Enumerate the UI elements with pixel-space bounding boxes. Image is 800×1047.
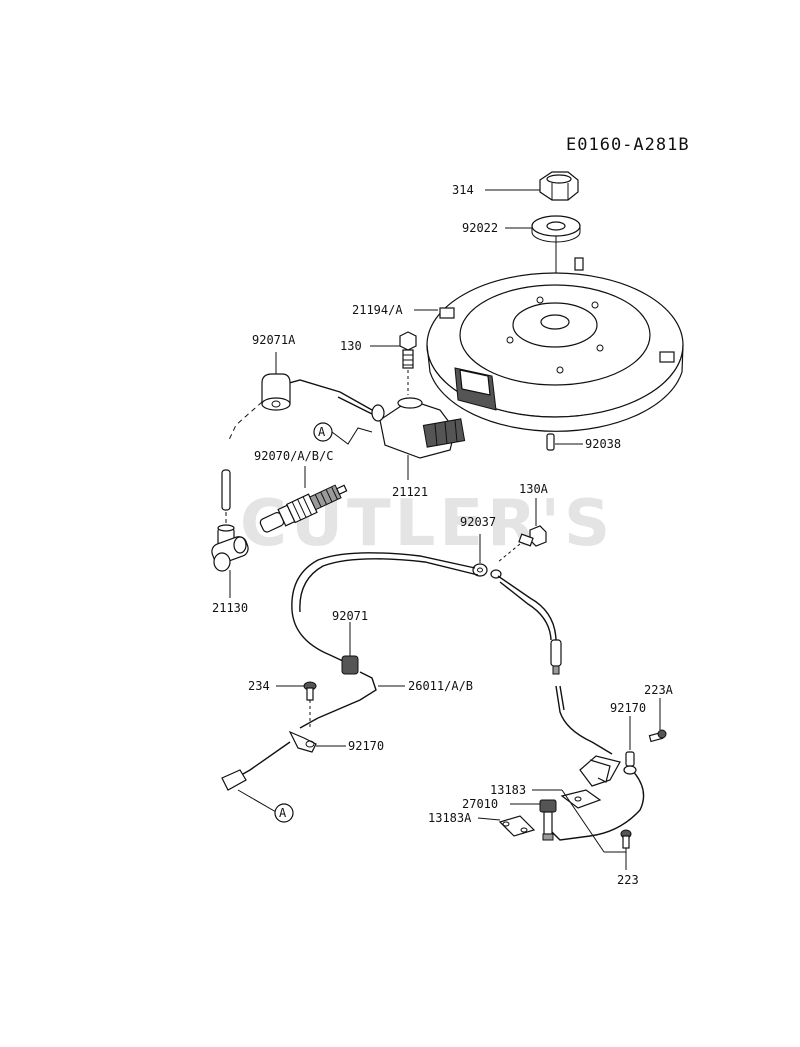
label-130: 130 [340,339,362,353]
wire-harness-26011 [291,552,562,729]
label-92071A: 92071A [252,333,296,347]
label-92022: 92022 [462,221,498,235]
label-92071: 92071 [332,609,368,623]
label-21121: 21121 [392,485,428,499]
label-27010: 27010 [462,797,498,811]
flywheel-21194 [426,257,684,432]
label-21194: 21194/A [352,303,403,317]
bracket-13183 [579,755,621,787]
ground-terminal-92170-right [623,751,637,775]
bolt-130A [518,525,547,547]
switch-27010 [539,799,557,841]
label-92170-left: 92170 [348,739,384,753]
lead-tube [221,469,231,511]
label-130A: 130A [519,482,549,496]
svg-text:A: A [279,806,287,820]
terminal-92037 [472,563,502,579]
grommet-92071 [341,655,359,675]
bolt-130 [399,331,417,369]
screw-234 [303,681,317,701]
grommet-92071A [261,373,291,411]
plate-13183 [560,789,602,809]
screw-223A [648,729,667,743]
label-21130: 21130 [212,601,248,615]
label-92170-right: 92170 [610,701,646,715]
screw-223 [620,829,632,849]
label-13183A: 13183A [428,811,472,825]
label-13183: 13183 [490,783,526,797]
label-314: 314 [452,183,474,197]
label-92070: 92070/A/B/C [254,449,333,463]
callout-a-bottom: A [274,803,294,823]
ground-lead-left [221,741,291,791]
label-223: 223 [617,873,639,887]
label-234: 234 [248,679,270,693]
plate-13183A [498,815,536,837]
ground-terminal-92170-left [288,730,317,753]
label-92038: 92038 [585,437,621,451]
label-92037: 92037 [460,515,496,529]
nut-314 [539,171,579,201]
diagram-code: E0160-A281B [566,135,690,155]
spark-plug-92070 [259,484,348,533]
callout-a-top: A [313,422,333,442]
washer-92022 [531,215,581,243]
plug-cap-21130 [211,524,249,572]
label-26011: 26011/A/B [408,679,473,693]
ignition-coil-21121 [371,397,466,459]
key-92038 [546,433,555,451]
svg-text:A: A [318,425,326,439]
label-223A: 223A [644,683,674,697]
